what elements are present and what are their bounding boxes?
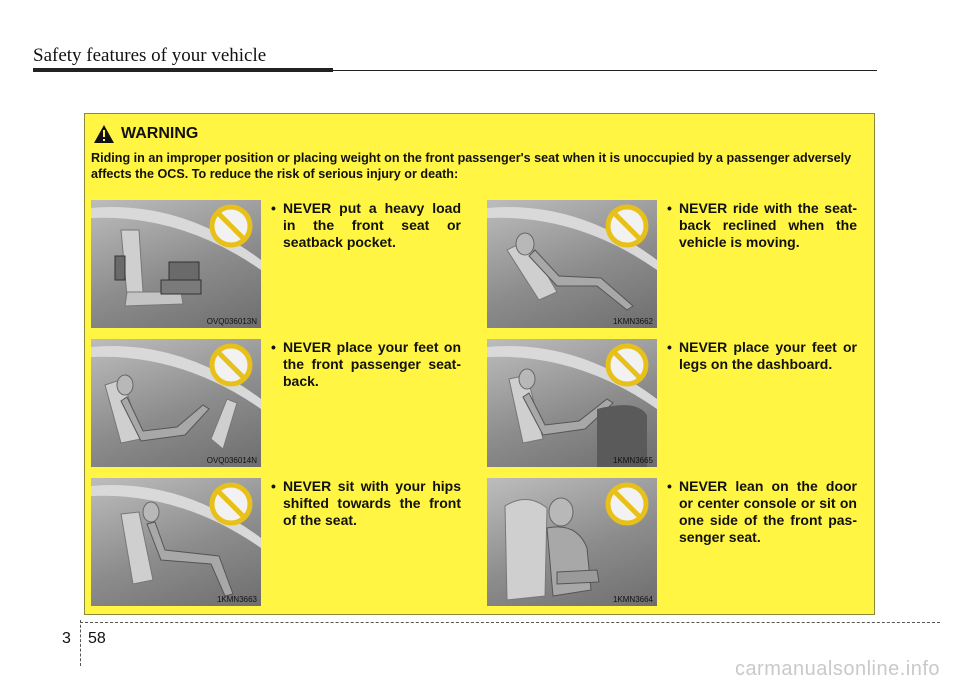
warning-item: 1KMN3663 NEVER sit with your hips shifte… — [85, 478, 465, 606]
page-number: 58 — [88, 630, 106, 647]
prohibited-icon — [605, 204, 649, 248]
item-text: NEVER lean on the door or center console… — [667, 478, 857, 546]
item-text: NEVER sit with your hips shifted towards… — [271, 478, 461, 529]
warning-item: 1KMN3664 NEVER lean on the door or cente… — [481, 478, 861, 606]
illustration-heavy-load: OVQ036013N — [91, 200, 261, 328]
item-text: NEVER ride with the seat-back reclined w… — [667, 200, 857, 251]
header-title: Safety features of your vehicle — [33, 45, 267, 66]
prohibited-icon — [209, 343, 253, 387]
section-number: 3 — [62, 630, 71, 647]
footer-rule — [80, 622, 940, 623]
image-code: OVQ036013N — [206, 317, 257, 326]
item-text: NEVER put a heavy load in the front seat… — [271, 200, 461, 251]
prohibited-icon — [209, 482, 253, 526]
item-text: NEVER place your feet on the front passe… — [271, 339, 461, 390]
warning-triangle-icon — [94, 125, 114, 143]
footer-divider — [80, 620, 81, 666]
watermark: carmanualsonline.info — [734, 658, 940, 680]
image-code: 1KMN3664 — [612, 595, 653, 604]
warning-intro: Riding in an improper position or placin… — [91, 151, 852, 181]
image-code: OVQ036014N — [206, 456, 257, 465]
prohibited-icon — [605, 343, 649, 387]
prohibited-icon — [209, 204, 253, 248]
illustration-reclined-seatback: 1KMN3662 — [487, 200, 657, 328]
image-code: 1KMN3665 — [612, 456, 653, 465]
header-rule-thin — [333, 70, 877, 71]
illustration-feet-on-dashboard: 1KMN3665 — [487, 339, 657, 467]
illustration-hips-forward: 1KMN3663 — [91, 478, 261, 606]
image-code: 1KMN3663 — [216, 595, 257, 604]
warning-panel: WARNING Riding in an improper position o… — [84, 113, 875, 615]
warning-item: OVQ036014N NEVER place your feet on the … — [85, 339, 465, 467]
illustration-feet-on-seatback: OVQ036014N — [91, 339, 261, 467]
item-text: NEVER place your feet or legs on the das… — [667, 339, 857, 373]
warning-item: 1KMN3662 NEVER ride with the seat-back r… — [481, 200, 861, 328]
warning-item: OVQ036013N NEVER put a heavy load in the… — [85, 200, 465, 328]
header-rule-thick — [33, 68, 333, 72]
warning-header: WARNING — [93, 122, 198, 146]
warning-item: 1KMN3665 NEVER place your feet or legs o… — [481, 339, 861, 467]
warning-title: WARNING — [121, 125, 199, 142]
illustration-leaning-on-door: 1KMN3664 — [487, 478, 657, 606]
image-code: 1KMN3662 — [612, 317, 653, 326]
prohibited-icon — [605, 482, 649, 526]
